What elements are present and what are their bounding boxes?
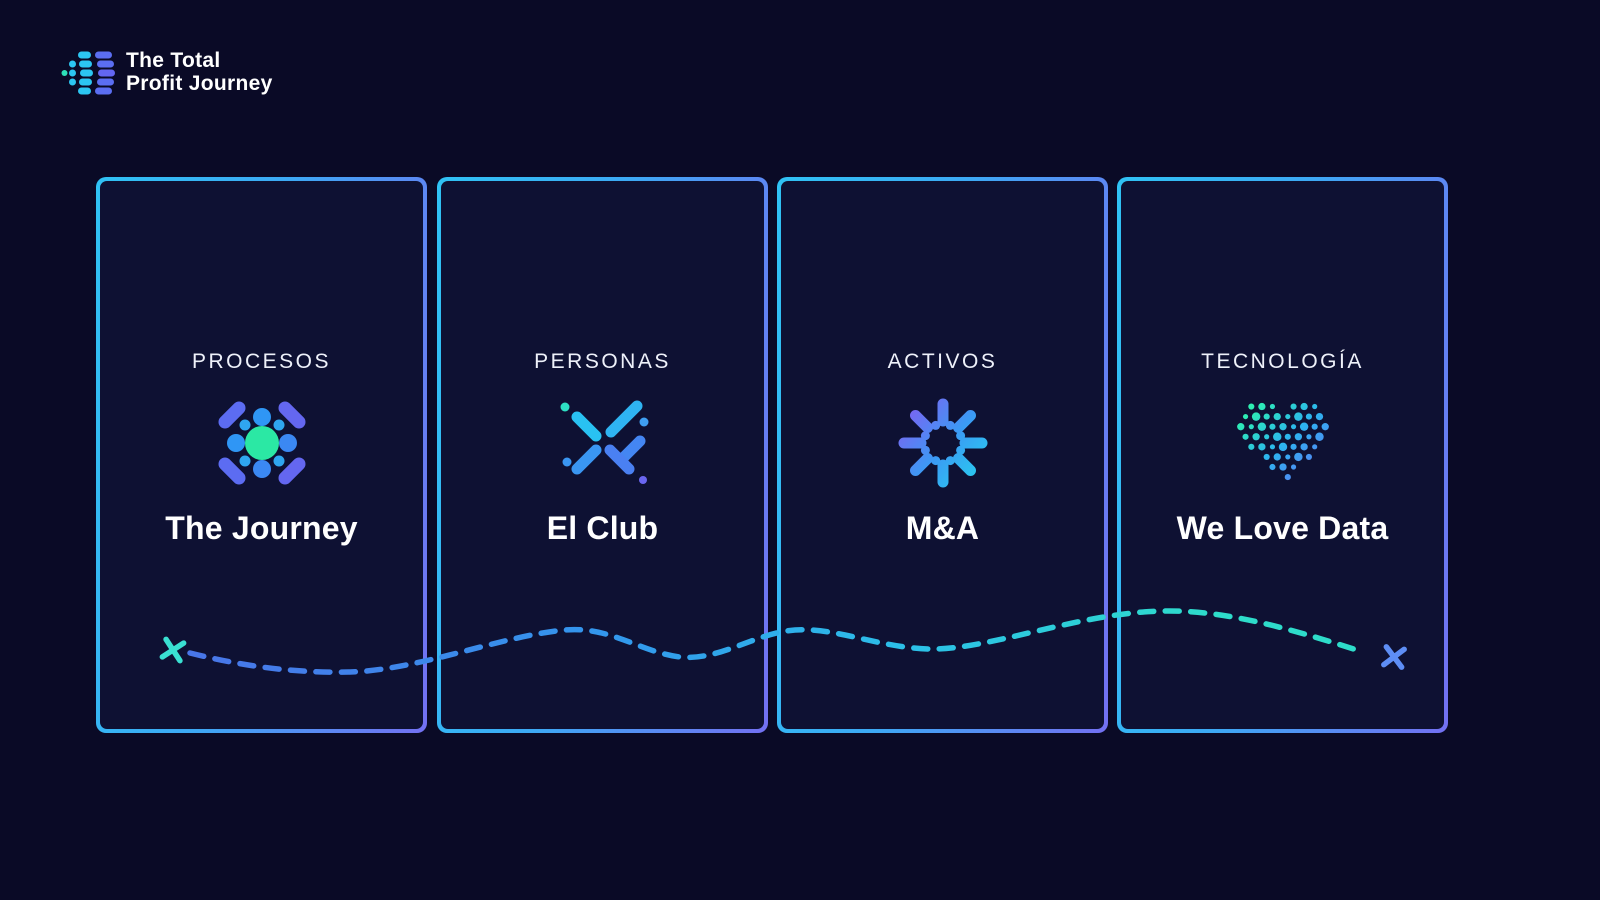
brand-logo: The Total Profit Journey — [60, 46, 273, 98]
card-activos: ACTIVOS — [777, 177, 1108, 733]
card-title: We Love Data — [1176, 510, 1389, 546]
card-activos-body: ACTIVOS — [781, 181, 1104, 729]
card-title: The Journey — [165, 510, 358, 546]
card-personas: PERSONAS El Club — [437, 177, 768, 733]
dots-arrow-logo-icon — [61, 51, 115, 95]
card-procesos: PROCESOS The Journey — [96, 177, 427, 733]
card-label: PROCESOS — [191, 350, 332, 373]
data-heart-icon — [1236, 402, 1329, 481]
card-title: M&A — [905, 510, 980, 546]
card-tecnologia: TECNOLOGÍA We Love Data — [1117, 177, 1448, 733]
brand-title-line1: The Total — [126, 49, 221, 72]
card-title: El Club — [546, 510, 659, 546]
people-x-icon — [560, 400, 648, 484]
brand-title-line2: Profit Journey — [126, 72, 273, 95]
brand-title: The Total Profit Journey — [126, 49, 273, 95]
process-cluster-icon — [218, 401, 305, 485]
card-label: ACTIVOS — [887, 350, 998, 373]
card-procesos-body: PROCESOS The Journey — [100, 181, 423, 729]
card-label: TECNOLOGÍA — [1201, 350, 1364, 373]
card-personas-body: PERSONAS El Club — [441, 181, 764, 729]
card-label: PERSONAS — [534, 350, 671, 373]
assets-starburst-icon — [898, 398, 987, 488]
card-tecnologia-body: TECNOLOGÍA We Love Data — [1121, 181, 1444, 729]
